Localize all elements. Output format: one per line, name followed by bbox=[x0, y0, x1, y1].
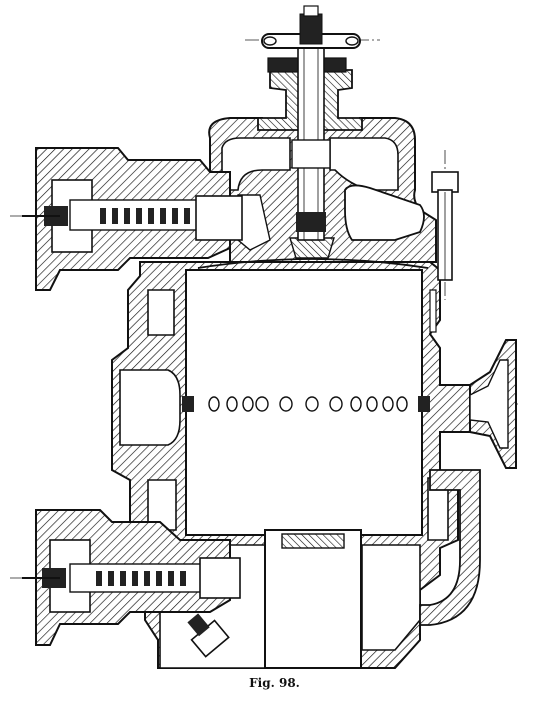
outlet-nozzle bbox=[469, 339, 517, 469]
upper-spring-coils bbox=[100, 208, 190, 224]
lower-spring-coils bbox=[96, 571, 186, 586]
side-bolt bbox=[431, 171, 459, 281]
drain-plug bbox=[187, 613, 230, 658]
lower-relief-valve bbox=[22, 509, 241, 658]
bypass-pipe bbox=[419, 469, 481, 626]
figure-caption: Fig. 98. bbox=[249, 676, 300, 690]
bonnet-and-stem bbox=[257, 39, 363, 241]
perforation-holes bbox=[208, 396, 408, 412]
handwheel bbox=[261, 5, 361, 49]
bottom-boss bbox=[264, 529, 395, 669]
wall-ports bbox=[182, 396, 430, 412]
upper-relief-valve bbox=[22, 147, 243, 291]
